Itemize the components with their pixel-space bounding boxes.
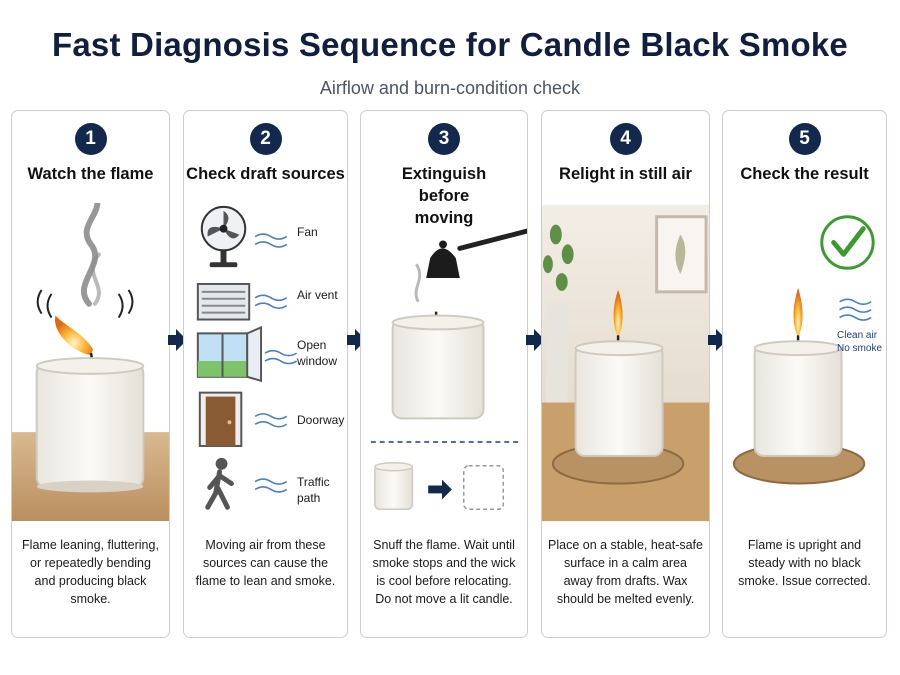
step-card-5: 5 Check the result Clean air No smoke Fl… <box>722 110 887 638</box>
snuffer-candle-illustration <box>370 228 527 510</box>
open-window-icon <box>196 325 263 383</box>
page-subtitle: Airflow and burn-condition check <box>319 78 581 98</box>
step-description-2: Moving air from these sources can cause … <box>195 538 336 588</box>
clean-air-label: Clean air No smoke <box>837 330 883 354</box>
draft-source-fan: Fan <box>297 225 318 239</box>
step-number-2: 2 <box>249 123 282 155</box>
draft-source-doorway: Doorway <box>297 413 345 427</box>
step-number-4: 4 <box>609 123 642 155</box>
arrow-right-icon <box>526 329 545 351</box>
step-title-1: Watch the flame <box>27 165 154 183</box>
arrow-right-icon <box>168 329 187 351</box>
clean-air-icon <box>839 298 872 321</box>
draft-source-open-window: Open window <box>297 338 338 368</box>
step-description-4: Place on a stable, heat-safe surface in … <box>548 538 703 606</box>
checkmark-icon <box>820 215 875 270</box>
step-description-5: Flame is upright and steady with no blac… <box>738 538 871 588</box>
arrow-right-icon <box>708 329 727 351</box>
step-number-3: 3 <box>428 123 460 155</box>
steady-candle-illustration <box>732 215 875 485</box>
wind-icon <box>254 233 298 493</box>
arrow-right-icon <box>347 329 366 351</box>
air-vent-icon <box>196 282 251 321</box>
page-title: Fast Diagnosis Sequence for Candle Black… <box>52 26 848 63</box>
draft-sources-illustration <box>196 205 298 510</box>
move-arrow-icon <box>428 479 452 500</box>
flickering-candle-illustration <box>12 203 169 521</box>
step-card-2: 2 Check draft sources <box>183 110 348 638</box>
step-title-5: Check the result <box>740 165 869 183</box>
step-card-1: 1 Watch the flame Flame leaning, flutter… <box>11 110 170 638</box>
step-card-3: 3 Extinguish before moving Snuff the fla… <box>360 110 528 638</box>
step-title-2: Check draft sources <box>186 165 345 183</box>
step-title-4: Relight in still air <box>559 165 692 183</box>
step-description-3: Snuff the flame. Wait until smoke stops … <box>372 538 516 606</box>
draft-source-air-vent: Air vent <box>297 288 338 302</box>
step-title-3: Extinguish before moving <box>401 165 487 227</box>
person-walking-icon <box>205 457 234 510</box>
step-card-4: 4 Relight in still air Place on a sta <box>541 110 710 638</box>
fan-icon <box>200 205 247 268</box>
step-number-5: 5 <box>788 123 821 155</box>
draft-source-traffic-path: Traffic path <box>297 475 330 505</box>
relit-candle-illustration <box>542 204 709 522</box>
step-number-1: 1 <box>74 123 107 155</box>
doorway-icon <box>198 391 243 447</box>
step-description-1: Flame leaning, fluttering, or repeatedly… <box>22 538 159 606</box>
